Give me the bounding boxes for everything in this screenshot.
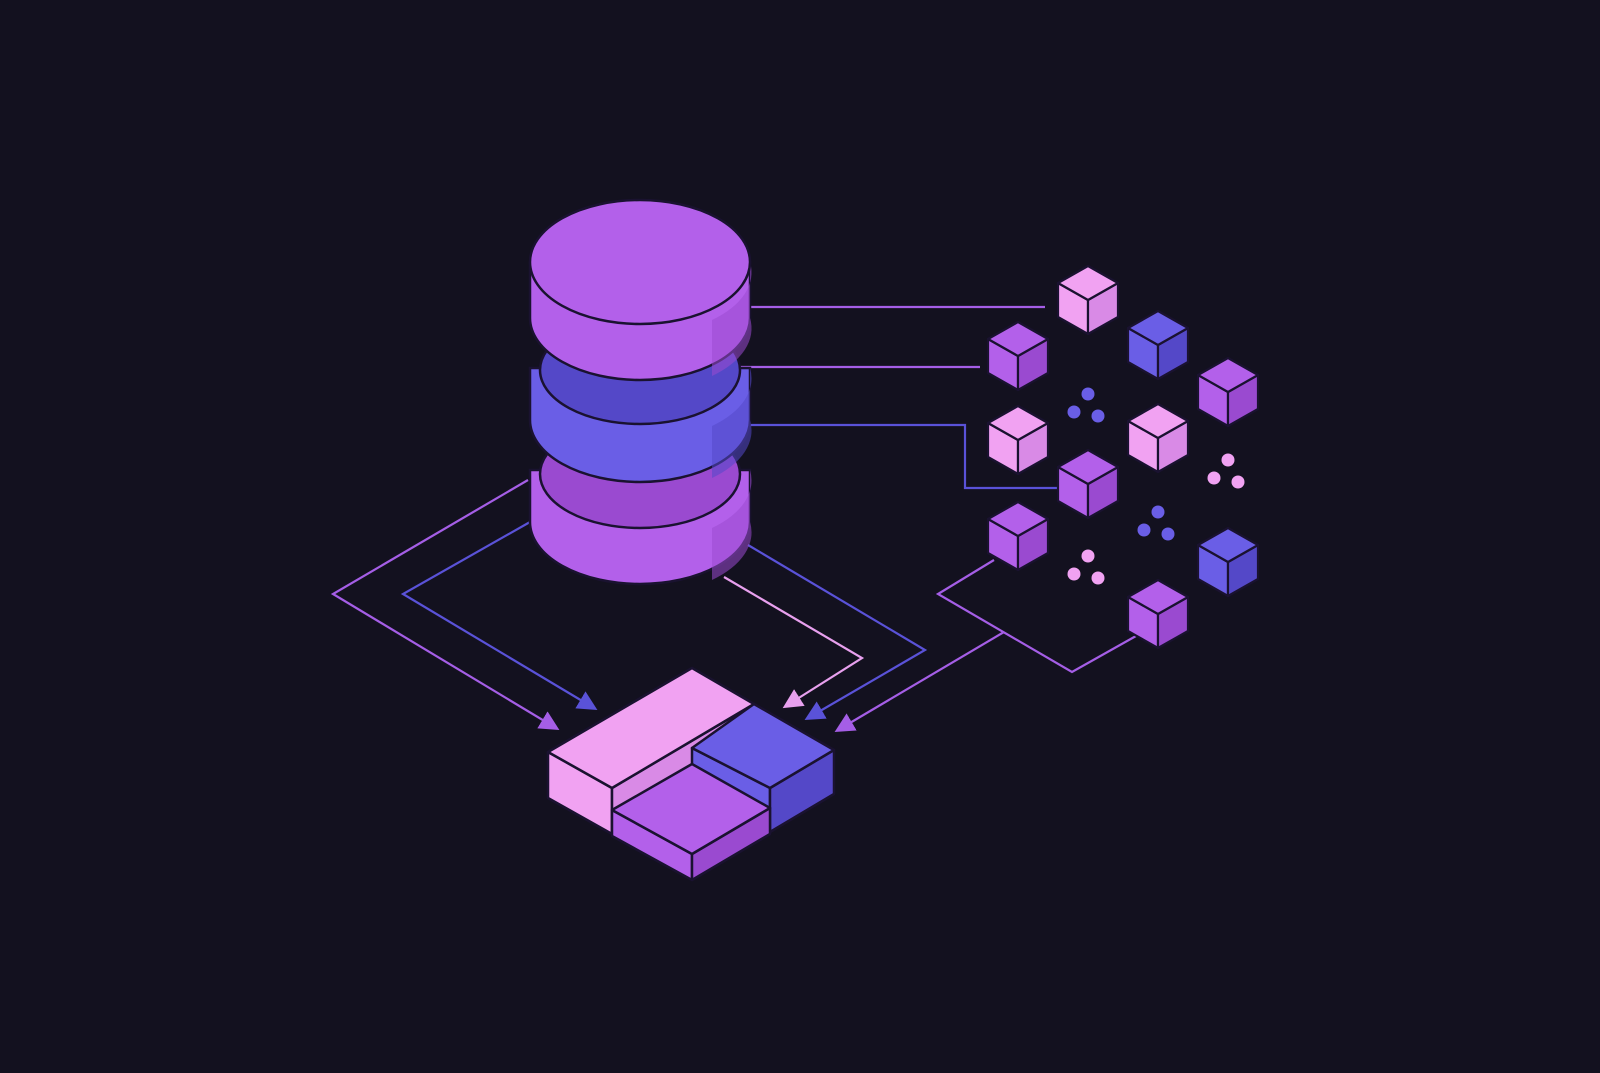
data-cube-4 bbox=[1196, 356, 1260, 428]
dots-1-dot-2 bbox=[1067, 405, 1081, 419]
connector-cluster-arm bbox=[834, 631, 1005, 733]
data-cube-7-top-face bbox=[1056, 448, 1120, 486]
connectors-layer bbox=[330, 305, 1137, 733]
data-cube-2-top-face bbox=[986, 320, 1050, 358]
dots-2-dot-3 bbox=[1231, 475, 1245, 489]
dots-1-dot-3 bbox=[1091, 409, 1105, 423]
data-cube-6 bbox=[1126, 402, 1190, 474]
data-cube-5 bbox=[986, 404, 1050, 476]
dots-3-dot-1 bbox=[1151, 505, 1165, 519]
data-dots-4 bbox=[1067, 549, 1105, 585]
data-cube-5-top-face bbox=[986, 404, 1050, 442]
data-cube-cluster-icon bbox=[986, 264, 1260, 650]
data-cube-1 bbox=[1056, 264, 1120, 336]
dots-1-dot-1 bbox=[1081, 387, 1095, 401]
data-cube-3-top-face bbox=[1126, 309, 1190, 347]
data-cube-2 bbox=[986, 320, 1050, 392]
data-cube-9 bbox=[1196, 526, 1260, 598]
dots-3-dot-3 bbox=[1161, 527, 1175, 541]
dots-4-dot-2 bbox=[1067, 567, 1081, 581]
isometric-storage-block-icon bbox=[546, 666, 836, 882]
data-cube-6-top-face bbox=[1126, 402, 1190, 440]
connector-db-to-block-left-outer bbox=[330, 479, 560, 731]
data-cube-8-top-face bbox=[986, 500, 1050, 538]
data-dots-2 bbox=[1207, 453, 1245, 489]
storage-tile-violet-top-face bbox=[610, 762, 772, 856]
data-cube-8 bbox=[986, 500, 1050, 572]
data-cube-4-top-face bbox=[1196, 356, 1260, 394]
dots-4-dot-1 bbox=[1081, 549, 1095, 563]
storage-tile-indigo-top-face bbox=[690, 702, 836, 790]
dots-2-dot-2 bbox=[1207, 471, 1221, 485]
dots-4-dot-3 bbox=[1091, 571, 1105, 585]
data-cube-7 bbox=[1056, 448, 1120, 520]
data-cube-10 bbox=[1126, 578, 1190, 650]
connector-db-to-block-left-inner bbox=[400, 521, 598, 711]
data-cube-3 bbox=[1126, 309, 1190, 381]
connector-db-to-block-right-indigo bbox=[747, 544, 928, 720]
db-segment-middle-shade bbox=[712, 368, 752, 478]
connector-cluster-to-block bbox=[935, 559, 1137, 674]
data-cube-10-top-face bbox=[1126, 578, 1190, 616]
dots-2-dot-1 bbox=[1221, 453, 1235, 467]
dots-3-dot-2 bbox=[1137, 523, 1151, 537]
data-dots-1 bbox=[1067, 387, 1105, 423]
db-segment-bottom-shade bbox=[712, 470, 752, 580]
db-top-cap bbox=[528, 198, 752, 326]
data-cube-1-top-face bbox=[1056, 264, 1120, 302]
db-segment-top-shade bbox=[712, 262, 752, 376]
connector-db-to-cube-7 bbox=[735, 423, 1058, 490]
data-dots-3 bbox=[1137, 505, 1175, 541]
data-cube-9-top-face bbox=[1196, 526, 1260, 564]
database-cylinder-icon bbox=[528, 198, 752, 586]
storage-tile-violet bbox=[610, 762, 772, 882]
connector-db-to-block-right-pink bbox=[723, 576, 865, 709]
